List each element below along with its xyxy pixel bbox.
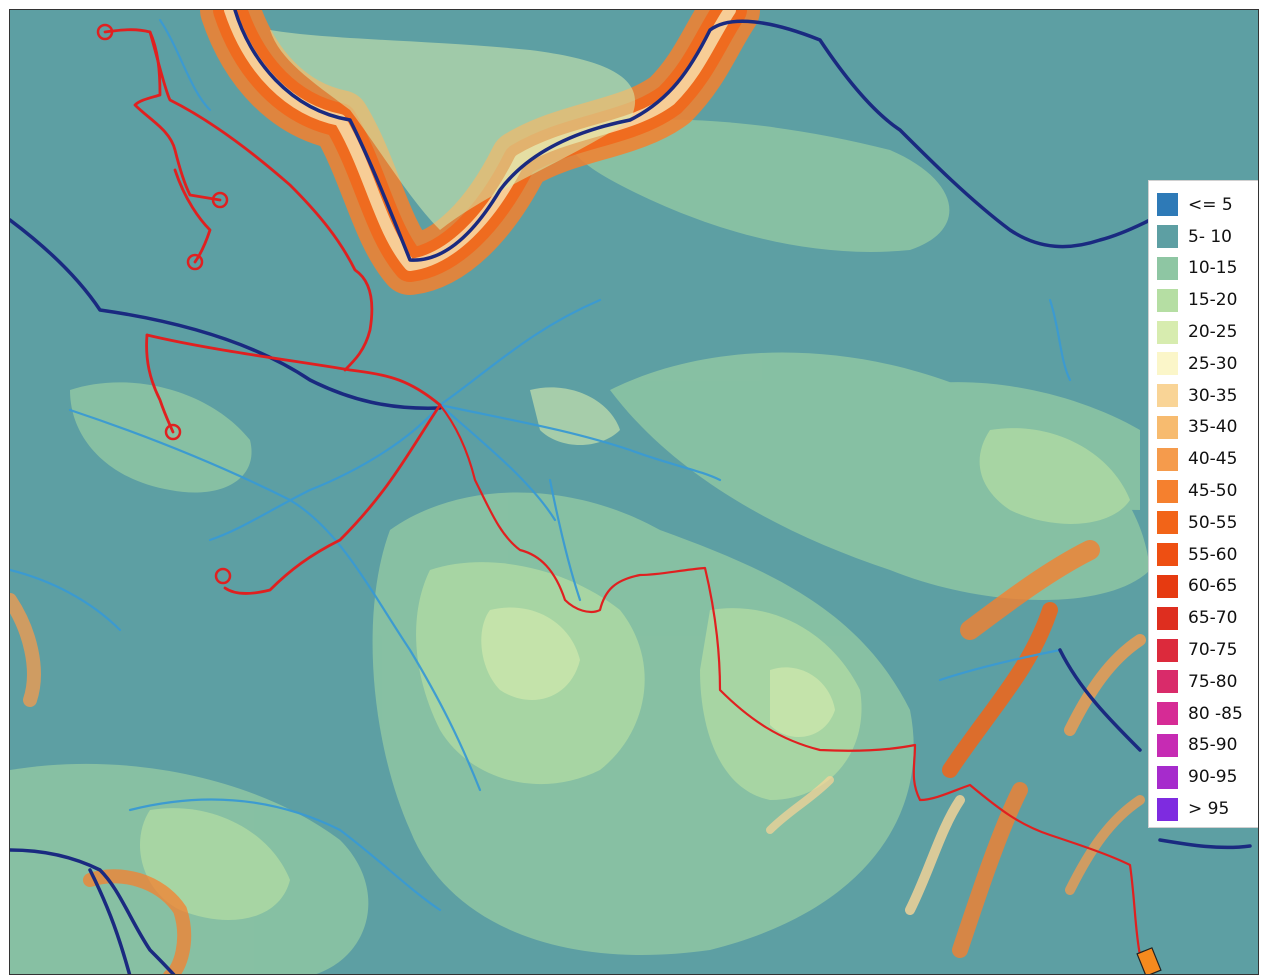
legend-item: 70-75 <box>1157 634 1258 666</box>
legend-label: 55-60 <box>1188 544 1238 565</box>
legend-swatch <box>1157 447 1178 471</box>
legend-swatch <box>1157 225 1178 249</box>
legend-item: 55-60 <box>1157 539 1258 571</box>
legend-swatch <box>1157 320 1178 344</box>
legend-label: 60-65 <box>1188 576 1238 597</box>
legend-label: 30-35 <box>1188 385 1238 406</box>
legend-swatch <box>1157 670 1178 694</box>
endpoint-marker <box>186 253 204 271</box>
legend-swatch <box>1157 384 1178 408</box>
site-marker <box>1136 947 1162 974</box>
route-endpoints <box>96 23 232 585</box>
route-lines-southeast <box>438 403 1142 957</box>
gorge-plateau <box>270 30 636 230</box>
map-canvas <box>10 10 1258 974</box>
legend-swatch <box>1157 543 1178 567</box>
legend-label: 20-25 <box>1188 322 1238 343</box>
legend-label: 70-75 <box>1188 640 1238 661</box>
legend-label: 35-40 <box>1188 417 1238 438</box>
endpoint-marker <box>164 423 182 441</box>
steep-ridges-southwest <box>10 593 192 974</box>
legend-swatch <box>1157 511 1178 535</box>
legend-label: 50-55 <box>1188 512 1238 533</box>
legend-item: 45-50 <box>1157 475 1258 507</box>
legend-item: 50-55 <box>1157 507 1258 539</box>
legend-swatch <box>1157 797 1178 821</box>
legend-label: 25-30 <box>1188 353 1238 374</box>
legend-item: 85-90 <box>1157 730 1258 762</box>
route-lines <box>103 28 442 595</box>
terrain-light <box>481 387 835 737</box>
legend-item: <= 5 <box>1157 189 1258 221</box>
legend-label: 90-95 <box>1188 767 1238 788</box>
legend-swatch <box>1157 702 1178 726</box>
steep-ridges-southeast <box>766 540 1146 958</box>
legend-swatch <box>1157 256 1178 280</box>
legend-swatch <box>1157 574 1178 598</box>
legend-item: 20-25 <box>1157 316 1258 348</box>
legend-item: 35-40 <box>1157 412 1258 444</box>
legend-swatch <box>1157 193 1178 217</box>
legend-swatch <box>1157 479 1178 503</box>
legend-label: 85-90 <box>1188 735 1238 756</box>
legend-label: 75-80 <box>1188 671 1238 692</box>
endpoint-marker <box>214 567 232 585</box>
legend-label: > 95 <box>1188 799 1230 820</box>
legend-item: > 95 <box>1157 793 1258 825</box>
endpoint-marker <box>211 191 229 209</box>
legend-item: 25-30 <box>1157 348 1258 380</box>
legend-label: 5- 10 <box>1188 226 1232 247</box>
legend-swatch <box>1157 415 1178 439</box>
legend-label: 10-15 <box>1188 258 1238 279</box>
legend-swatch <box>1157 288 1178 312</box>
legend-item: 30-35 <box>1157 380 1258 412</box>
legend-item: 5- 10 <box>1157 221 1258 253</box>
legend-label: 65-70 <box>1188 608 1238 629</box>
legend-item: 90-95 <box>1157 761 1258 793</box>
legend-swatch <box>1157 733 1178 757</box>
legend-item: 15-20 <box>1157 284 1258 316</box>
legend-label: 40-45 <box>1188 449 1238 470</box>
slope-legend: <= 5 5- 10 10-15 15-20 20-25 25-30 30-35 35-40 4… <box>1148 180 1258 828</box>
legend-item: 75-80 <box>1157 666 1258 698</box>
endpoint-marker <box>96 23 114 41</box>
legend-swatch <box>1157 352 1178 376</box>
legend-label: 15-20 <box>1188 290 1238 311</box>
legend-swatch <box>1157 765 1178 789</box>
legend-item: 60-65 <box>1157 571 1258 603</box>
legend-label: 80 -85 <box>1188 703 1243 724</box>
legend-swatch <box>1157 638 1178 662</box>
legend-item: 80 -85 <box>1157 698 1258 730</box>
major-rivers <box>10 10 1252 974</box>
slope-map[interactable]: <= 5 5- 10 10-15 15-20 20-25 25-30 30-35 35-40 4… <box>9 9 1259 975</box>
legend-item: 40-45 <box>1157 443 1258 475</box>
legend-label: <= 5 <box>1188 194 1233 215</box>
minor-rivers <box>10 18 1072 912</box>
legend-item: 10-15 <box>1157 253 1258 285</box>
legend-item: 65-70 <box>1157 602 1258 634</box>
legend-swatch <box>1157 606 1178 630</box>
legend-label: 45-50 <box>1188 481 1238 502</box>
